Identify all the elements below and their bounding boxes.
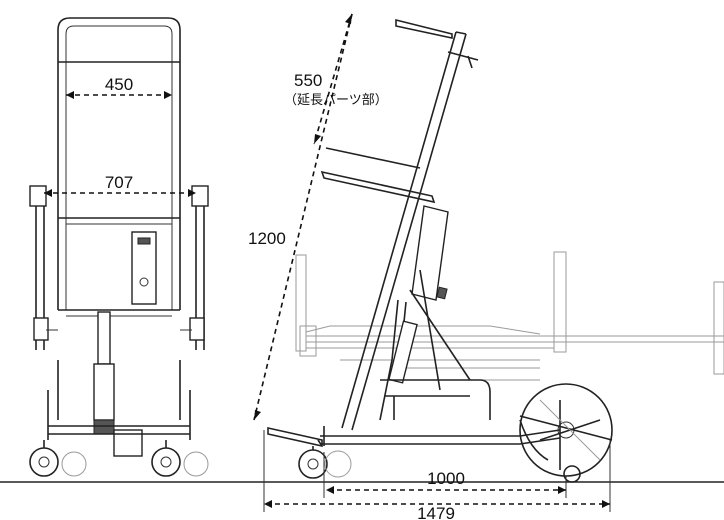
side-mast	[341, 31, 467, 431]
dim-550-label: 550	[294, 71, 322, 90]
side-table	[320, 170, 436, 204]
dim-1200: 1200	[248, 13, 353, 421]
dim-550: 550 （延長パーツ部）	[284, 13, 388, 145]
front-wheels	[29, 440, 209, 477]
front-view	[29, 17, 209, 477]
dim-1000-label: 1000	[427, 469, 465, 488]
dim-1000: 1000	[323, 452, 567, 498]
dim-1479: 1479	[263, 430, 611, 520]
bed-outline	[295, 251, 724, 381]
side-view	[267, 18, 724, 483]
side-rear-wheel	[519, 383, 613, 483]
dim-1479-label: 1479	[417, 504, 455, 520]
side-front-wheels	[298, 439, 352, 479]
dim-450-label: 450	[105, 75, 133, 94]
dim-707-label: 707	[105, 173, 133, 192]
dim-1200-label: 1200	[248, 229, 286, 248]
front-handle-frame	[57, 17, 181, 310]
dim-450: 450	[66, 75, 172, 99]
dim-550-note: （延長パーツ部）	[284, 93, 388, 108]
dim-707: 707	[44, 173, 196, 197]
